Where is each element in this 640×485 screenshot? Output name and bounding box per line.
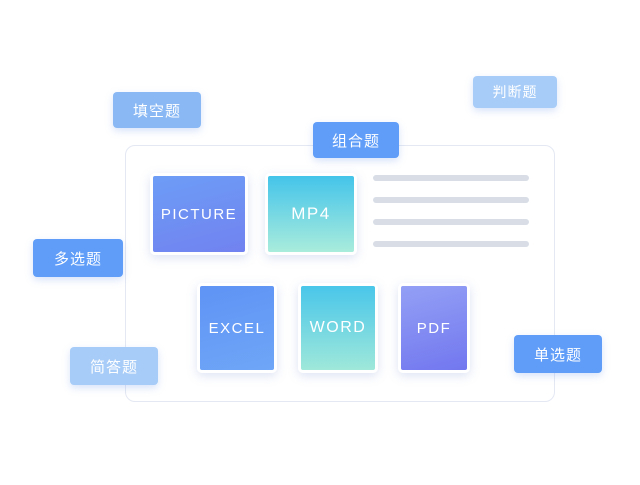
file-types-card: PICTURE MP4 EXCEL WORD PDF [125,145,555,402]
tile-pdf: PDF [398,283,470,373]
tile-mp4: MP4 [265,173,357,255]
text-placeholder-lines [373,175,529,247]
text-placeholder-line [373,219,529,225]
tag-combo-question: 组合题 [313,122,399,158]
tile-excel: EXCEL [197,283,277,373]
text-placeholder-line [373,197,529,203]
tag-single-choice-question: 单选题 [514,335,602,373]
tile-picture: PICTURE [150,173,248,255]
tag-judge-question: 判断题 [473,76,557,108]
tag-fill-blank-question: 填空题 [113,92,201,128]
tag-short-answer-question: 简答题 [70,347,158,385]
tag-multi-choice-question: 多选题 [33,239,123,277]
text-placeholder-line [373,175,529,181]
text-placeholder-line [373,241,529,247]
tile-word: WORD [298,283,378,373]
